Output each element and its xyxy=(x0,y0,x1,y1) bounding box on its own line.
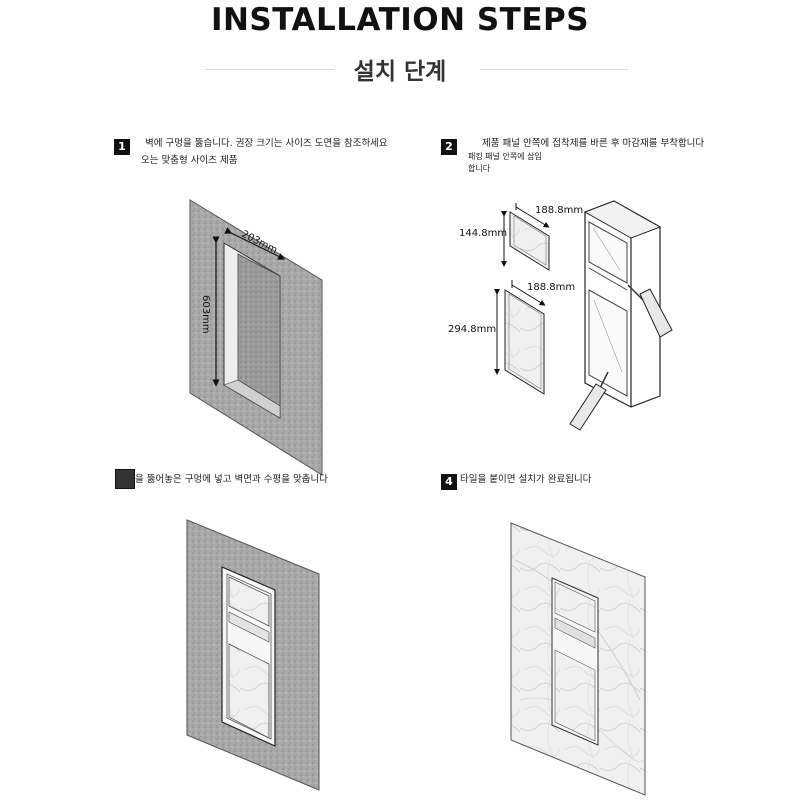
step-1-badge: 1 xyxy=(114,139,130,155)
page-title: INSTALLATION STEPS xyxy=(210,2,590,38)
step-1-text-line-2: 오는 맞춤형 사이즈 제품 xyxy=(141,155,238,166)
step-4-text-line-1: 타일을 붙이면 설치가 완료됩니다 xyxy=(460,474,592,485)
step-2-top-panel-width: 188.8mm xyxy=(535,205,583,216)
divider-left xyxy=(205,69,335,70)
step-2-text-line-3: 합니다 xyxy=(468,164,491,173)
step-1-height-label: 603mm xyxy=(200,295,211,334)
step-2-bottom-panel-height: 294.8mm xyxy=(448,324,496,335)
glue-tube-lower-icon xyxy=(569,371,609,431)
step-4-badge: 4 xyxy=(441,474,457,490)
step-2-text-line-1: 제품 패널 안쪽에 접착제를 바른 후 마감재를 부착합니다 xyxy=(482,138,705,149)
divider-right xyxy=(480,69,628,70)
step-1-text-line-1: 벽에 구멍을 뚫습니다. 권장 크기는 사이즈 도면을 참조하세요 xyxy=(145,138,388,149)
step-1-width-arrow xyxy=(224,227,286,260)
step-2-bottom-panel-width: 188.8mm xyxy=(527,282,575,293)
page-subtitle: 설치 단계 xyxy=(353,59,447,85)
step-2-badge: 2 xyxy=(441,139,457,155)
step-2-text-line-2: 패킹 패널 안쪽에 삽입 xyxy=(468,152,542,161)
step-3-text-line-1: 을 뚫어놓은 구멍에 넣고 벽면과 수평을 맞춥니다 xyxy=(135,474,328,485)
step-3-badge-icon xyxy=(115,469,135,489)
glue-tube-upper-icon xyxy=(627,284,673,338)
step-2-top-panel-height: 144.8mm xyxy=(459,228,507,239)
